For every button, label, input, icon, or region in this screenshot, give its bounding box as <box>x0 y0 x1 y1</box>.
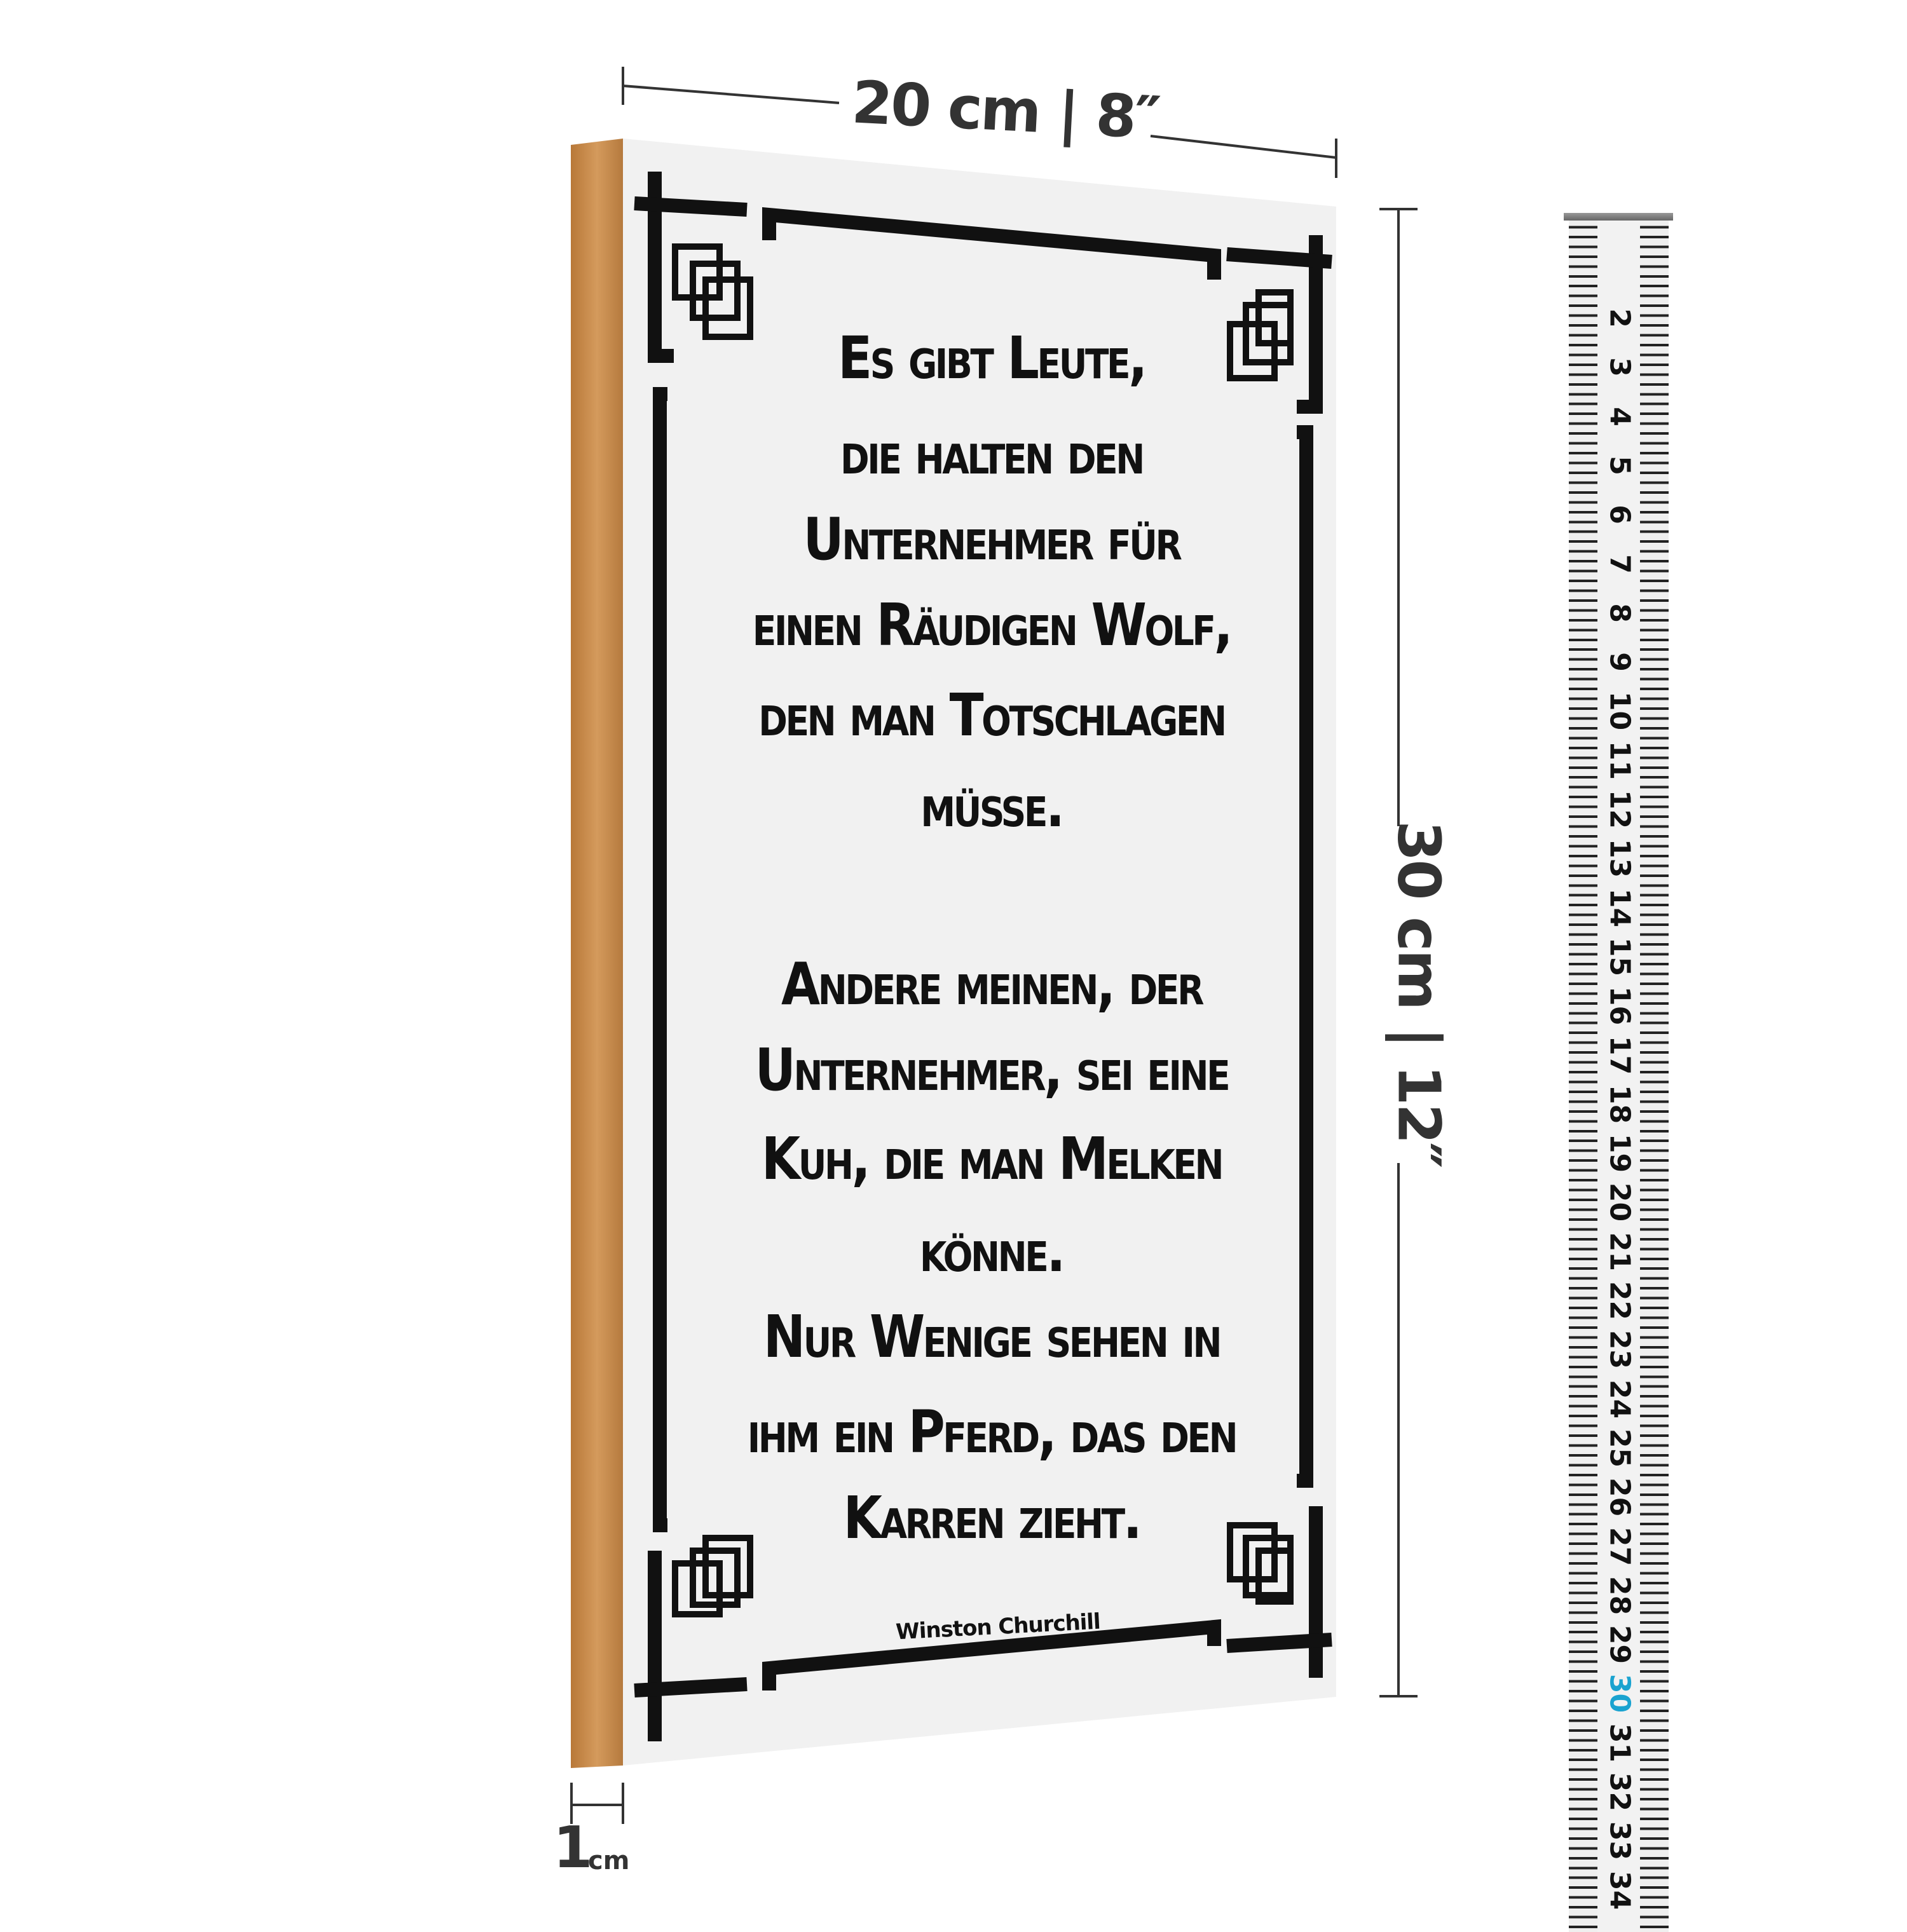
height-label: 30 cm | 12″ <box>1384 820 1453 1167</box>
depth-number: 1 <box>553 1814 593 1881</box>
dimension-lines <box>570 67 1418 1824</box>
ruler-number: 4 <box>1603 406 1636 426</box>
quote-line: den man Totschlagen <box>758 681 1227 749</box>
ruler-number: 16 <box>1603 986 1636 1026</box>
ruler-number: 9 <box>1603 652 1636 672</box>
ruler-number: 22 <box>1603 1281 1636 1321</box>
quote-line: Unternehmer für <box>803 505 1182 573</box>
ruler-number: 29 <box>1603 1624 1636 1664</box>
ruler-number: 13 <box>1603 839 1636 878</box>
ruler-number: 8 <box>1603 602 1636 623</box>
ruler-number: 14 <box>1603 888 1636 927</box>
quote-line: Karren zieht. <box>843 1484 1142 1552</box>
ruler-number: 27 <box>1603 1527 1636 1566</box>
ruler-number: 24 <box>1603 1379 1636 1418</box>
ruler-number: 6 <box>1603 505 1636 524</box>
ruler-number: 34 <box>1603 1870 1636 1910</box>
quote-line: Andere meinen, der <box>781 950 1204 1018</box>
quote-line: Nur Wenige sehen in <box>763 1303 1222 1371</box>
ruler-number: 28 <box>1603 1575 1636 1615</box>
ruler-number: 5 <box>1603 456 1636 475</box>
ruler-number: 15 <box>1603 937 1636 976</box>
ruler-number: 21 <box>1603 1232 1636 1271</box>
ruler-number: 33 <box>1603 1821 1636 1861</box>
ruler-number: 32 <box>1603 1772 1636 1812</box>
sign-face <box>623 139 1336 1765</box>
ruler-number: 31 <box>1603 1723 1636 1762</box>
ruler-number: 26 <box>1603 1478 1636 1517</box>
ruler-number: 12 <box>1603 789 1636 829</box>
ruler-number: 23 <box>1603 1330 1636 1370</box>
quote-line: könne. <box>919 1217 1066 1285</box>
ruler-number: 17 <box>1603 1035 1636 1075</box>
ruler-number: 7 <box>1603 554 1636 574</box>
ruler-number: 30 <box>1603 1674 1636 1713</box>
wood-edge <box>571 139 623 1768</box>
ruler-number: 25 <box>1603 1428 1636 1467</box>
ruler-number: 18 <box>1603 1084 1636 1124</box>
quote-line: müsse. <box>920 772 1065 840</box>
quote-line: Es gibt Leute, <box>838 324 1147 392</box>
corner-ornaments <box>672 243 1294 1617</box>
ruler-number: 19 <box>1603 1133 1636 1173</box>
quote-line: die halten den <box>840 419 1145 487</box>
ruler-number: 3 <box>1603 357 1636 378</box>
ruler-number: 2 <box>1603 308 1636 328</box>
quote-line: Unternehmer, sei eine <box>755 1036 1231 1104</box>
quote-line: einen Räudigen Wolf, <box>752 591 1233 659</box>
ruler-number: 10 <box>1603 691 1636 731</box>
quote-line: ihm ein Pferd, das den <box>747 1398 1238 1466</box>
border-frame <box>634 172 1332 1741</box>
depth-unit: cm <box>588 1846 630 1875</box>
quote-line: Kuh, die man Melken <box>761 1125 1224 1193</box>
tape-hook <box>1564 213 1673 221</box>
ruler-number: 20 <box>1603 1183 1636 1222</box>
ruler-number: 11 <box>1603 740 1636 780</box>
